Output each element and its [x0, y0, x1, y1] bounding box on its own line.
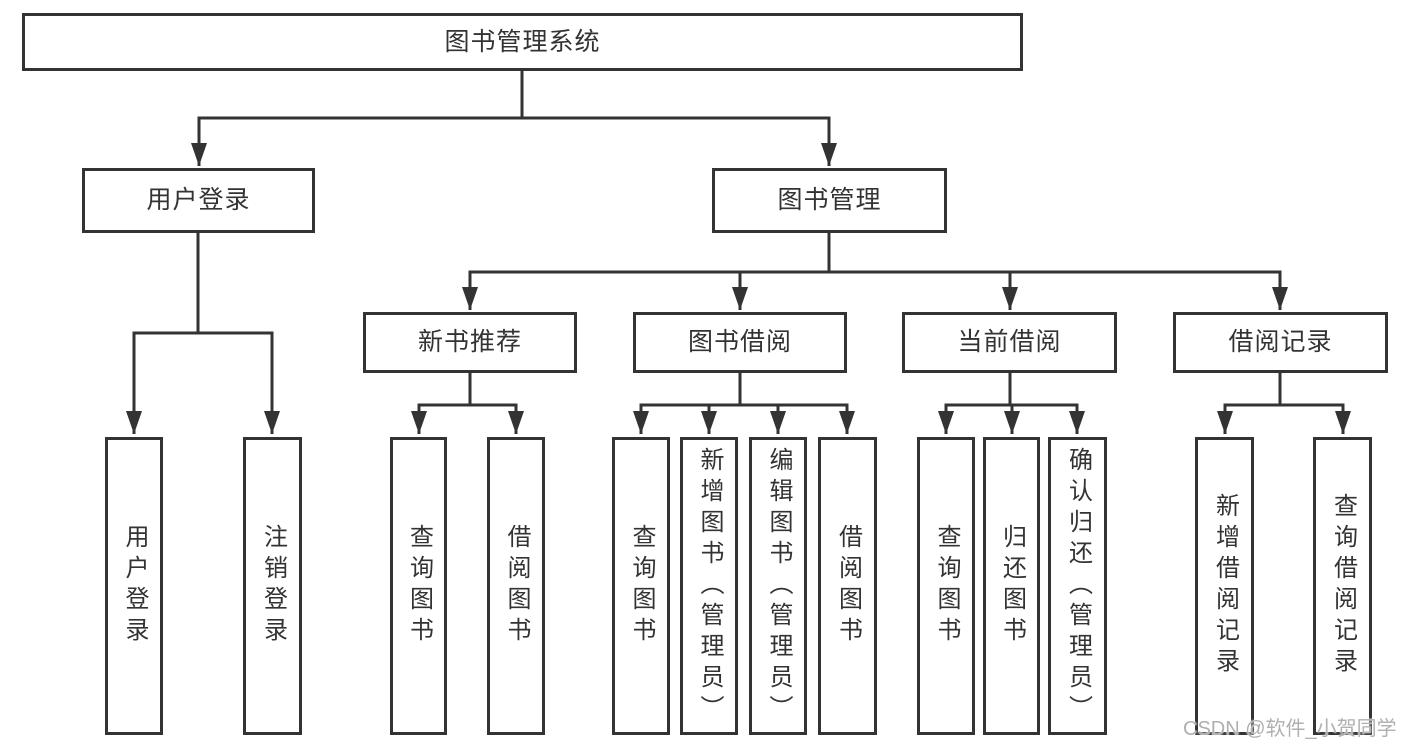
node-new-book-recommend-label: 新书推荐	[417, 328, 522, 356]
leaf-confirm-return-admin-label: 确认归还（管理员）	[1064, 446, 1092, 726]
leaf-query-books-current-label: 查询图书	[933, 524, 960, 648]
node-root: 图书管理系统	[22, 13, 1023, 71]
node-book-borrowing: 图书借阅	[633, 312, 847, 373]
node-book-management: 图书管理	[712, 168, 947, 233]
leaf-add-books-admin: 新增图书（管理员）	[680, 437, 738, 735]
leaf-query-books-borrowing-label: 查询图书	[628, 524, 655, 648]
node-borrowing-records: 借阅记录	[1173, 312, 1388, 373]
node-borrowing-records-label: 借阅记录	[1228, 328, 1333, 356]
leaf-add-books-admin-label: 新增图书（管理员）	[696, 446, 723, 726]
leaf-query-books-borrowing: 查询图书	[612, 437, 670, 735]
node-book-management-label: 图书管理	[777, 186, 882, 214]
leaf-edit-books-admin: 编辑图书（管理员）	[749, 437, 807, 735]
leaf-query-borrow-record: 查询借阅记录	[1313, 437, 1372, 735]
leaf-borrow-books-recommend-label: 借阅图书	[503, 524, 530, 648]
leaf-return-books-label: 归还图书	[998, 524, 1026, 648]
node-root-label: 图书管理系统	[444, 27, 601, 56]
node-user-login-label: 用户登录	[146, 186, 251, 214]
leaf-borrow-books-recommend: 借阅图书	[487, 437, 545, 735]
leaf-user-login: 用户登录	[105, 437, 163, 735]
node-current-borrowing: 当前借阅	[902, 312, 1117, 373]
node-new-book-recommend: 新书推荐	[363, 312, 577, 373]
leaf-return-books: 归还图书	[983, 437, 1040, 735]
csdn-watermark: CSDN @软件_小贺同学	[1183, 718, 1397, 740]
leaf-query-borrow-record-label: 查询借阅记录	[1329, 493, 1357, 679]
leaf-query-books-recommend: 查询图书	[390, 437, 447, 735]
leaf-borrow-books: 借阅图书	[818, 437, 877, 735]
node-current-borrowing-label: 当前借阅	[957, 328, 1062, 356]
leaf-logout-label: 注销登录	[259, 524, 287, 648]
leaf-confirm-return-admin: 确认归还（管理员）	[1048, 437, 1107, 735]
node-user-login: 用户登录	[82, 168, 315, 233]
leaf-user-login-label: 用户登录	[121, 524, 148, 648]
leaf-add-borrow-record: 新增借阅记录	[1195, 437, 1254, 735]
node-book-borrowing-label: 图书借阅	[687, 328, 792, 356]
leaf-add-borrow-record-label: 新增借阅记录	[1211, 493, 1239, 679]
leaf-borrow-books-label: 借阅图书	[834, 524, 862, 648]
leaf-logout: 注销登录	[243, 437, 302, 735]
leaf-query-books-current: 查询图书	[917, 437, 975, 735]
leaf-edit-books-admin-label: 编辑图书（管理员）	[765, 446, 792, 726]
leaf-query-books-recommend-label: 查询图书	[405, 524, 433, 648]
